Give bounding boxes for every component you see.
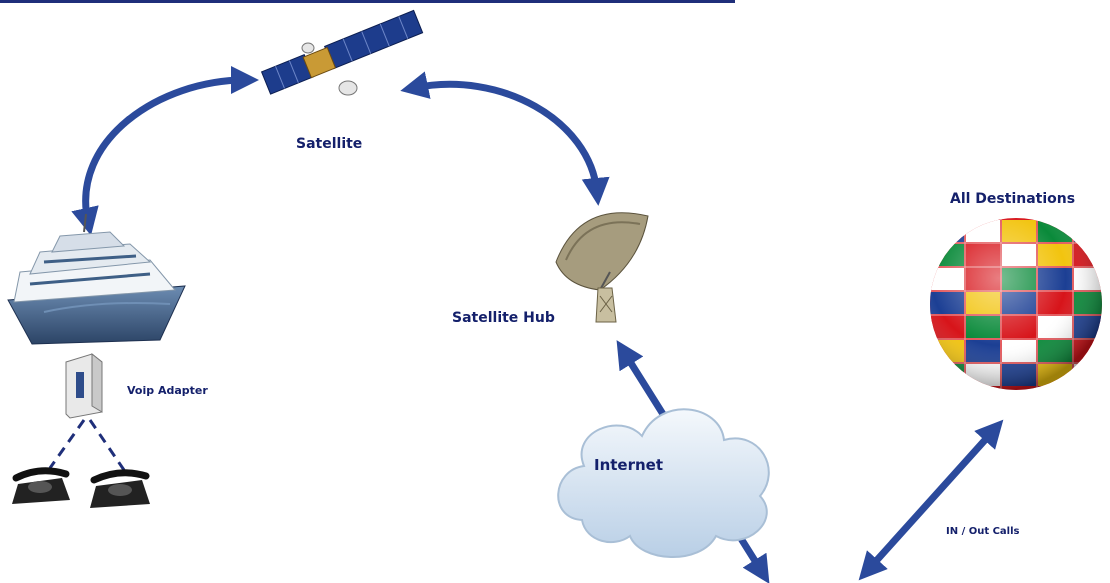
satellite-dish-icon	[555, 212, 649, 323]
satellite-icon	[260, 9, 424, 96]
voip-adapter-icon	[65, 352, 103, 419]
telephone-icon	[90, 469, 150, 508]
voip-adapter-label: Voip Adapter	[127, 384, 208, 397]
top-rule	[0, 0, 735, 3]
telephone-icon	[12, 467, 70, 504]
satellite-hub-arrow	[400, 71, 610, 206]
phone-connectors	[48, 419, 126, 471]
in-out-calls-label: IN / Out Calls	[946, 526, 1020, 537]
flag-globe-icon	[930, 218, 1102, 390]
cruise-ship-icon	[7, 213, 186, 345]
satellite-hub-label: Satellite Hub	[452, 310, 555, 326]
internet-label: Internet	[594, 456, 664, 474]
arrows	[71, 66, 1004, 583]
cloud-icon	[557, 408, 770, 558]
calls-arrow	[858, 419, 1004, 581]
satellite-label: Satellite	[296, 136, 363, 152]
ship-satellite-arrow	[71, 66, 259, 236]
all-destinations-label: All Destinations	[950, 191, 1076, 207]
